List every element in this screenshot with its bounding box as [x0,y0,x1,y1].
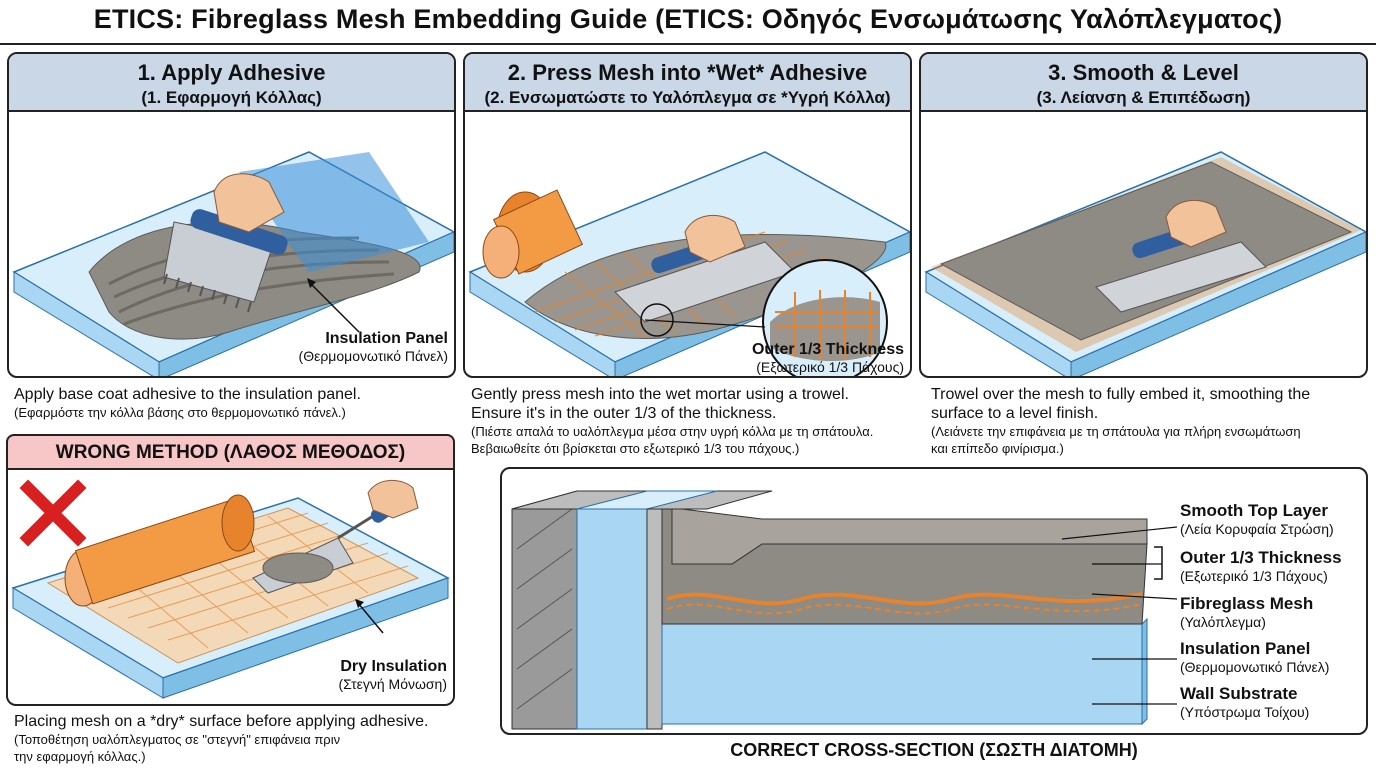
top-layer-label-gr: (Λεία Κορυφαία Στρώση) [1180,521,1334,537]
step-2-title-gr: (2. Ενσωματώστε το Υαλόπλεγμα σε *Υγρή Κ… [484,88,891,107]
xs-label-mesh: Fibreglass Mesh (Υαλόπλεγμα) [1180,594,1313,630]
cross-section-illustration [511,490,1178,730]
step-2-desc-en-2: Ensure it's in the outer 1/3 of the thic… [471,405,777,422]
step-2-desc-en-1: Gently press mesh into the wet mortar us… [471,386,849,403]
wrong-method-illustration [11,479,450,699]
step-1-label: Insulation Panel (Θερμομονωτικό Πάνελ) [299,330,448,364]
wrong-label: Dry Insulation (Στεγνή Μόνωση) [338,658,447,692]
step-2-header: 2. Press Mesh into *Wet* Adhesive (2. Εν… [465,54,910,112]
step-2-description: Gently press mesh into the wet mortar us… [471,385,916,457]
xs-label-top-layer: Smooth Top Layer (Λεία Κορυφαία Στρώση) [1180,501,1334,537]
top-layer-label: Smooth Top Layer [1180,501,1328,520]
mesh-label-gr: (Υαλόπλεγμα) [1180,614,1266,630]
insulation-panel-label: Insulation Panel [325,330,448,347]
insulation-panel-label-gr: (Θερμομονωτικό Πάνελ) [298,348,448,364]
insulation-xs-label-gr: (Θερμομονωτικό Πάνελ) [1180,659,1330,675]
wrong-desc-gr-2: την εφαρμογή κόλλας.) [14,749,146,764]
wrong-method-panel: Dry Insulation (Στεγνή Μόνωση) [6,468,455,706]
wrong-desc-gr-1: (Τοποθέτηση υαλόπλεγματος σε "στεγνή" επ… [14,732,341,747]
step-1-illustration [12,151,454,376]
xs-label-insulation: Insulation Panel (Θερμομονωτικό Πάνελ) [1180,639,1329,675]
step-2-title: 2. Press Mesh into *Wet* Adhesive [507,60,868,85]
step-1-desc-en: Apply base coat adhesive to the insulati… [14,386,361,403]
outer-third-xs-label-gr: (Εξωτερικό 1/3 Πάχους) [1180,568,1328,584]
step-3-description: Trowel over the mesh to fully embed it, … [931,385,1371,457]
mesh-label: Fibreglass Mesh [1180,594,1314,613]
step-1-header: 1. Apply Adhesive (1. Εφαρμογή Κόλλας) [9,54,454,112]
step-2-label: Outer 1/3 Thickness (Εξωτερικό 1/3 Πάχου… [752,341,904,375]
step-3-desc-gr-1: (Λειάνετε την επιφάνεια με τη σπάτουλα γ… [931,424,1301,439]
dry-insulation-label: Dry Insulation [340,658,447,675]
step-3-desc-gr-2: και επίπεδο φινίρισμα.) [931,441,1064,456]
step-2-desc-gr-2: Βεβαιωθείτε ότι βρίσκεται στο εξωτερικό … [471,441,800,456]
step-1-title: 1. Apply Adhesive [137,60,326,85]
step-2-panel: 2. Press Mesh into *Wet* Adhesive (2. Εν… [463,52,912,378]
step-1-desc-gr: (Εφαρμόστε την κόλλα βάσης στο θερμομονω… [14,405,346,420]
wall-label-gr: (Υπόστρωμα Τοίχου) [1180,704,1310,720]
outer-third-label-gr: (Εξωτερικό 1/3 Πάχους) [756,359,904,375]
outer-third-xs-label: Outer 1/3 Thickness [1180,548,1342,567]
wrong-desc-en: Placing mesh on a *dry* surface before a… [14,713,429,730]
cross-section-title: CORRECT CROSS-SECTION (ΣΩΣΤΗ ΔΙΑΤΟΜΗ) [730,740,1138,760]
step-1-description: Apply base coat adhesive to the insulati… [14,385,454,421]
step-1-panel: 1. Apply Adhesive (1. Εφαρμογή Κόλλας) I… [7,52,456,378]
step-3-desc-en-1: Trowel over the mesh to fully embed it, … [931,386,1311,403]
page-title: ETICS: Fibreglass Mesh Embedding Guide (… [93,4,1283,34]
cross-section-panel [500,467,1368,735]
dry-insulation-label-gr: (Στεγνή Μόνωση) [338,676,447,692]
step-3-title-gr: (3. Λείανση & Επιπέδωση) [1036,88,1251,107]
step-2-desc-gr-1: (Πιέστε απαλά το υαλόπλεγμα μέσα στην υγ… [471,424,874,439]
wrong-description: Placing mesh on a *dry* surface before a… [14,712,484,765]
step-3-panel: 3. Smooth & Level (3. Λείανση & Επιπέδωσ… [919,52,1368,378]
insulation-xs-label: Insulation Panel [1180,639,1311,658]
wall-label: Wall Substrate [1180,684,1298,703]
xs-label-wall: Wall Substrate (Υπόστρωμα Τοίχου) [1180,684,1309,720]
step-3-title: 3. Smooth & Level [1048,60,1239,85]
step-1-title-gr: (1. Εφαρμογή Κόλλας) [141,88,322,107]
outer-third-label: Outer 1/3 Thickness [751,341,904,358]
step-3-header: 3. Smooth & Level (3. Λείανση & Επιπέδωσ… [921,54,1366,112]
step-3-desc-en-2: surface to a level finish. [931,405,1099,422]
wrong-method-header: WRONG METHOD (ΛΑΘΟΣ ΜΕΘΟΔΟΣ) [6,434,455,470]
title-divider [0,43,1376,45]
xs-label-outer-third: Outer 1/3 Thickness (Εξωτερικό 1/3 Πάχου… [1180,548,1342,584]
step-2-illustration [468,151,910,376]
step-3-illustration [924,151,1366,376]
